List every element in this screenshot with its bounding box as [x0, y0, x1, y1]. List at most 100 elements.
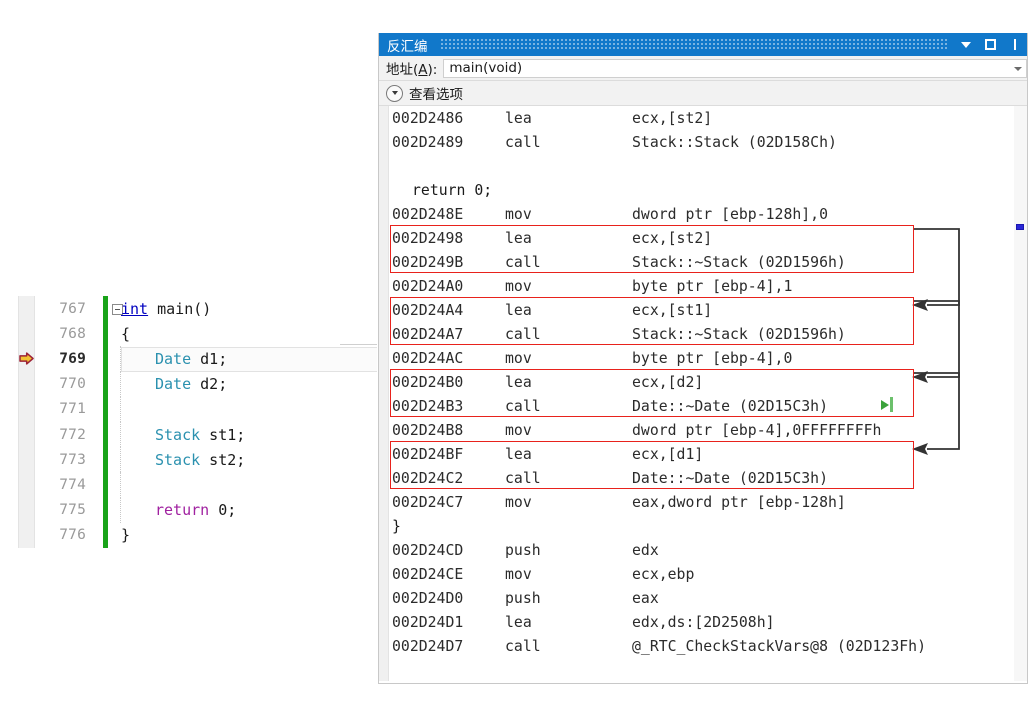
source-line-number: 769	[59, 350, 86, 367]
window-dropdown-button[interactable]	[958, 37, 973, 52]
code-token	[209, 501, 218, 519]
address-label: 地址(A):	[386, 62, 438, 78]
source-line[interactable]: 774	[0, 472, 378, 498]
disassembly-row[interactable]: }	[379, 514, 1014, 538]
titlebar-buttons	[958, 33, 1027, 56]
disassembly-gutter[interactable]	[379, 106, 389, 681]
current-statement-marker[interactable]	[16, 346, 36, 371]
chevron-down-circle-icon[interactable]	[386, 84, 403, 102]
source-line[interactable]: 768{	[0, 321, 378, 347]
window-float-button[interactable]	[983, 37, 998, 52]
source-code-text: int main()	[121, 296, 211, 321]
source-code-text: Date d1;	[121, 346, 227, 371]
instruction-address: 002D248E	[392, 205, 464, 223]
source-line[interactable]: 769 Date d1;	[0, 346, 378, 373]
instruction-operands: eax	[632, 589, 659, 607]
indent-guide	[120, 396, 122, 422]
code-token: d2;	[191, 375, 228, 394]
titlebar-drag-dots	[441, 39, 947, 50]
window-close-button[interactable]	[1008, 37, 1023, 52]
interleaved-source-line: return 0;	[412, 181, 493, 199]
code-token: d1;	[191, 349, 228, 368]
source-line-number: 772	[59, 426, 86, 443]
instruction-address: 002D249B	[392, 253, 464, 271]
instruction-address: 002D24B8	[392, 421, 464, 439]
indent-guide	[120, 497, 122, 523]
source-line[interactable]: 776}	[0, 522, 378, 548]
instruction-operands: Date::~Date (02D15C3h)	[632, 397, 828, 415]
source-line-number: 771	[59, 401, 86, 418]
instruction-operands: ecx,ebp	[632, 565, 695, 583]
code-token: st1;	[200, 425, 246, 444]
instruction-mnemonic: lea	[505, 373, 532, 391]
source-line-number: 768	[59, 325, 86, 342]
change-bar	[103, 421, 108, 448]
chevron-down-icon[interactable]	[1014, 66, 1022, 71]
instruction-address: 002D24C2	[392, 469, 464, 487]
address-input[interactable]: main(void)	[443, 58, 1027, 78]
instruction-mnemonic: mov	[505, 277, 532, 295]
instruction-address: 002D2489	[392, 133, 464, 151]
code-token: int	[121, 299, 149, 318]
disassembly-blank-row	[379, 154, 1014, 178]
instruction-address: 002D24B0	[392, 373, 464, 391]
instruction-mnemonic: push	[505, 589, 541, 607]
instruction-mnemonic: mov	[505, 349, 532, 367]
source-code-text	[121, 472, 155, 497]
disassembly-row[interactable]: return 0;	[379, 178, 1014, 202]
source-line[interactable]: 771	[0, 396, 378, 422]
instruction-operands: edx,ds:[2D2508h]	[632, 613, 775, 631]
instruction-operands: Stack::~Stack (02D1596h)	[632, 253, 846, 271]
code-token: Date	[155, 375, 192, 394]
collapse-region-icon[interactable]	[112, 304, 123, 315]
code-token: main()	[148, 299, 212, 318]
indent-guide	[120, 472, 122, 498]
disassembly-titlebar[interactable]: 反汇编	[379, 33, 1027, 56]
instruction-operands: dword ptr [ebp-4],0FFFFFFFFh	[632, 421, 882, 439]
disassembly-row[interactable]: 002D249B call Stack::~Stack (02D1596h)	[379, 250, 1014, 274]
code-token: Date	[155, 349, 192, 368]
instruction-mnemonic: call	[505, 253, 541, 271]
instruction-address: 002D24D1	[392, 613, 464, 631]
address-bar[interactable]: 地址(A): main(void)	[379, 56, 1027, 81]
bookmark-mark[interactable]	[1016, 224, 1024, 230]
source-line-number: 775	[59, 502, 86, 519]
instruction-address: 002D24AC	[392, 349, 464, 367]
view-options-bar[interactable]: 查看选项	[379, 81, 1027, 106]
instruction-operands: ecx,[st2]	[632, 229, 713, 247]
close-edge-icon	[1013, 39, 1018, 50]
instruction-address: 002D24CE	[392, 565, 464, 583]
vertical-scrollbar[interactable]	[1014, 106, 1027, 681]
code-token: ;	[227, 501, 237, 520]
address-input-value: main(void)	[449, 60, 523, 76]
